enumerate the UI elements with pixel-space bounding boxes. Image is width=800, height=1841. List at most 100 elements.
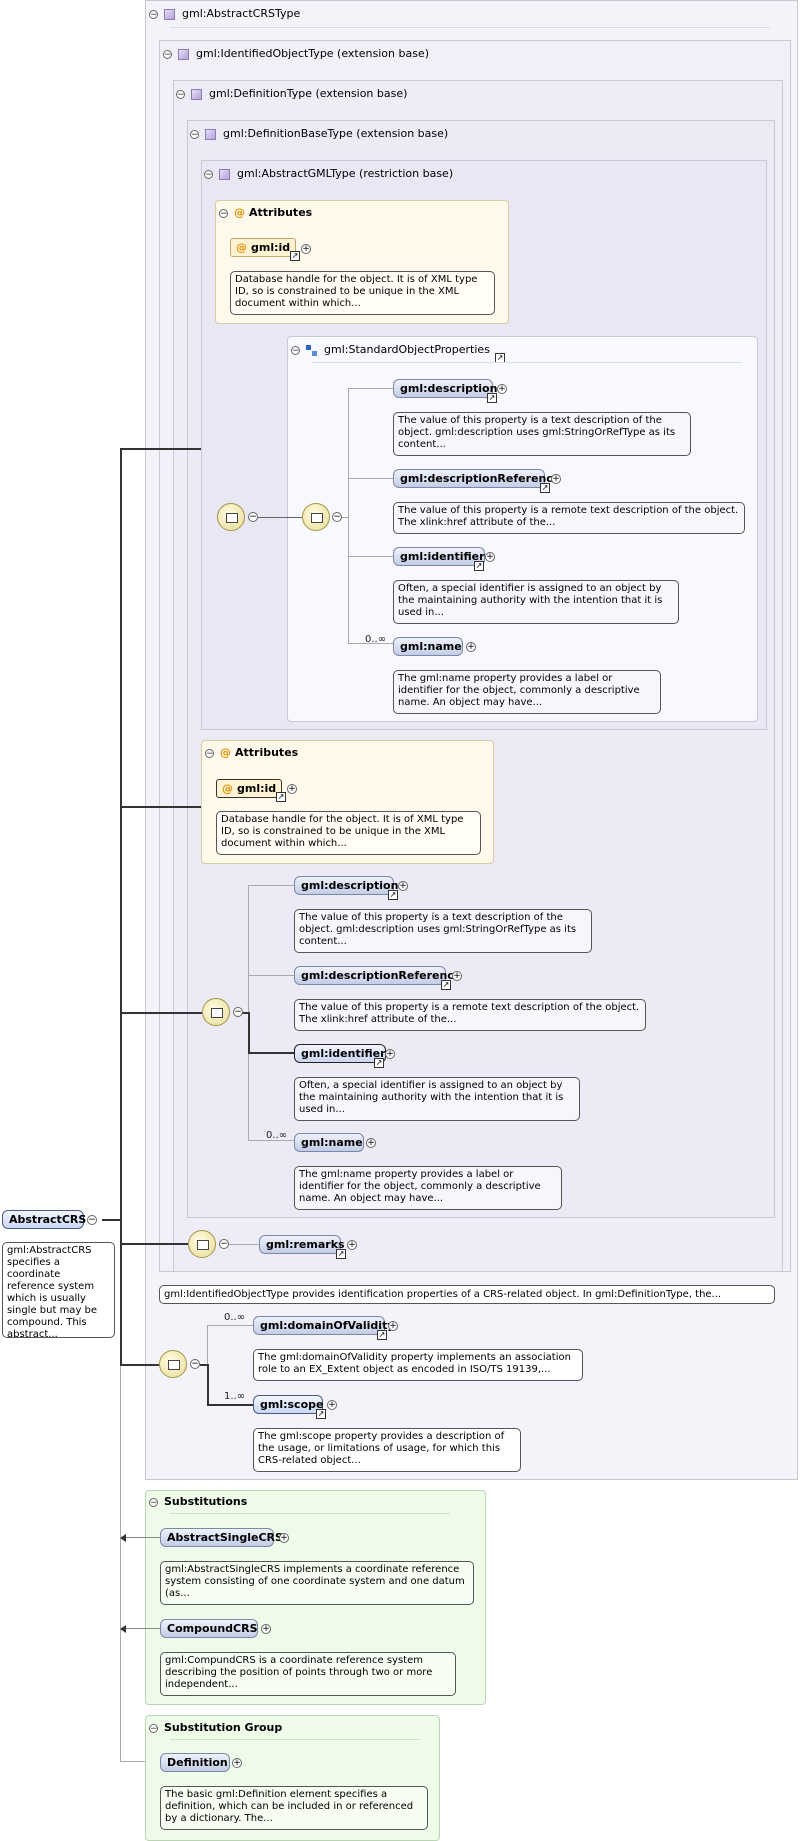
abstract-crs-type-header[interactable]: − gml:AbstractCRSType (149, 6, 300, 22)
element-description-reference[interactable]: gml:descriptionReference (294, 966, 461, 985)
expand-plus-icon[interactable]: + (388, 1321, 398, 1331)
expand-plus-icon[interactable]: + (452, 971, 462, 981)
expand-plus-icon[interactable]: + (261, 1624, 271, 1634)
expand-plus-icon[interactable]: + (398, 881, 408, 891)
goto-definition-icon[interactable]: ↗ (540, 483, 550, 493)
element-scope[interactable]: gml:scope (253, 1395, 323, 1414)
goto-definition-icon[interactable]: ↗ (388, 890, 398, 900)
identified-object-type-header[interactable]: −gml:IdentifiedObjectType (extension bas… (163, 46, 429, 62)
tree-line (120, 448, 122, 1365)
collapse-toggle-icon[interactable]: − (204, 169, 213, 180)
seq-line (348, 478, 393, 479)
element-description-inner[interactable]: gml:description (393, 379, 497, 398)
goto-definition-icon[interactable]: ↗ (374, 1058, 384, 1068)
header-underline (170, 27, 770, 28)
gml-id-attribute-inner[interactable]: @gml:id (230, 238, 296, 257)
gml-id-doc-inner: Database handle for the object. It is of… (230, 271, 495, 315)
substitution-compound-crs[interactable]: CompoundCRS (160, 1619, 258, 1638)
root-element-abstract-crs[interactable]: AbstractCRS (2, 1210, 86, 1229)
collapse-toggle-icon[interactable]: − (190, 129, 199, 140)
element-name[interactable]: gml:name (294, 1133, 364, 1152)
element-description[interactable]: gml:description (294, 876, 398, 895)
goto-definition-icon[interactable]: ↗ (474, 561, 484, 571)
standard-object-properties-header[interactable]: −gml:StandardObjectProperties (291, 342, 490, 358)
complex-type-icon (205, 128, 216, 140)
goto-definition-icon[interactable]: ↗ (441, 980, 451, 990)
tree-line (120, 448, 201, 450)
definition-type-header[interactable]: −gml:DefinitionType (extension base) (176, 86, 407, 102)
abstract-gml-type-title: gml:AbstractGMLType (restriction base) (237, 167, 454, 180)
element-name-inner[interactable]: gml:name (393, 637, 463, 656)
collapse-toggle-icon[interactable]: − (233, 1007, 243, 1017)
attribute-icon: @ (222, 782, 233, 795)
expand-plus-icon[interactable]: + (385, 1049, 395, 1059)
substitutions-title: Substitutions (164, 1495, 248, 1508)
tree-line (120, 1364, 159, 1366)
goto-definition-icon[interactable]: ↗ (487, 393, 497, 403)
collapse-toggle-icon[interactable]: − (87, 1215, 97, 1225)
substitution-group-header[interactable]: −Substitution Group (149, 1720, 282, 1736)
name-doc: The gml:name property provides a label o… (294, 1166, 562, 1210)
expand-plus-icon[interactable]: + (232, 1758, 242, 1768)
element-description-reference-inner[interactable]: gml:descriptionReference (393, 469, 560, 488)
expand-plus-icon[interactable]: + (301, 244, 311, 254)
goto-definition-icon[interactable]: ↗ (316, 1409, 326, 1419)
attributes-header-inner[interactable]: −@Attributes (219, 205, 312, 221)
collapse-toggle-icon[interactable]: − (248, 512, 258, 522)
element-identifier[interactable]: gml:identifier (294, 1044, 386, 1063)
expand-plus-icon[interactable]: + (366, 1138, 376, 1148)
goto-definition-icon[interactable]: ↗ (276, 792, 286, 802)
expand-plus-icon[interactable]: + (287, 784, 297, 794)
expand-plus-icon[interactable]: + (327, 1400, 337, 1410)
expand-plus-icon[interactable]: + (279, 1533, 289, 1543)
substitution-group-definition[interactable]: Definition (160, 1753, 230, 1772)
attributes-title: Attributes (249, 206, 313, 219)
goto-definition-icon[interactable]: ↗ (336, 1249, 346, 1259)
collapse-toggle-icon[interactable]: − (219, 1239, 229, 1249)
collapse-toggle-icon[interactable]: − (332, 512, 342, 522)
sequence-compositor-icon[interactable] (188, 1230, 216, 1258)
seq-line-active (240, 1012, 249, 1014)
attribute-icon: @ (220, 746, 231, 759)
expand-plus-icon[interactable]: + (497, 384, 507, 394)
seq-line (248, 1140, 294, 1141)
collapse-toggle-icon[interactable]: − (149, 9, 158, 20)
substitution-abstract-single-crs[interactable]: AbstractSingleCRS (160, 1528, 283, 1547)
attributes-header[interactable]: −@Attributes (205, 745, 298, 761)
expand-plus-icon[interactable]: + (466, 642, 476, 652)
collapse-toggle-icon[interactable]: − (149, 1497, 158, 1508)
collapse-toggle-icon[interactable]: − (219, 208, 228, 219)
sequence-compositor-icon[interactable] (302, 503, 330, 531)
goto-definition-icon[interactable]: ↗ (290, 251, 300, 261)
root-doc: gml:AbstractCRS specifies a coordinate r… (2, 1242, 115, 1340)
collapse-toggle-icon[interactable]: − (205, 748, 214, 759)
collapse-toggle-icon[interactable]: − (149, 1723, 158, 1734)
element-remarks[interactable]: gml:remarks (259, 1235, 345, 1254)
definition-base-type-header[interactable]: −gml:DefinitionBaseType (extension base) (190, 126, 448, 142)
sequence-compositor-icon[interactable] (202, 998, 230, 1026)
sequence-compositor-icon[interactable] (159, 1350, 187, 1378)
element-identifier-inner[interactable]: gml:identifier (393, 547, 485, 566)
collapse-toggle-icon[interactable]: − (190, 1359, 200, 1369)
gml-id-label: gml:id (251, 241, 291, 254)
arrowhead-icon (120, 1534, 126, 1542)
seq-line (348, 388, 393, 389)
gml-id-attribute[interactable]: @gml:id (216, 779, 282, 798)
name-doc-inner: The gml:name property provides a label o… (393, 670, 661, 714)
expand-plus-icon[interactable]: + (347, 1240, 357, 1250)
abstract-gml-type-header[interactable]: − gml:AbstractGMLType (restriction base) (204, 166, 453, 182)
substitutions-header[interactable]: −Substitutions (149, 1494, 247, 1510)
complex-type-icon (164, 8, 175, 20)
arrowhead-icon (120, 1625, 126, 1633)
seq-line (340, 517, 348, 518)
expand-plus-icon[interactable]: + (485, 552, 495, 562)
collapse-toggle-icon[interactable]: − (163, 49, 172, 60)
element-domain-of-validity[interactable]: gml:domainOfValidity (253, 1316, 395, 1335)
goto-definition-icon[interactable]: ↗ (377, 1330, 387, 1340)
collapse-toggle-icon[interactable]: − (291, 345, 300, 356)
complex-type-icon (191, 88, 202, 100)
sequence-compositor-icon[interactable] (217, 503, 245, 531)
expand-plus-icon[interactable]: + (551, 474, 561, 484)
collapse-toggle-icon[interactable]: − (176, 89, 185, 100)
abstract-crs-type-title: gml:AbstractCRSType (182, 7, 301, 20)
